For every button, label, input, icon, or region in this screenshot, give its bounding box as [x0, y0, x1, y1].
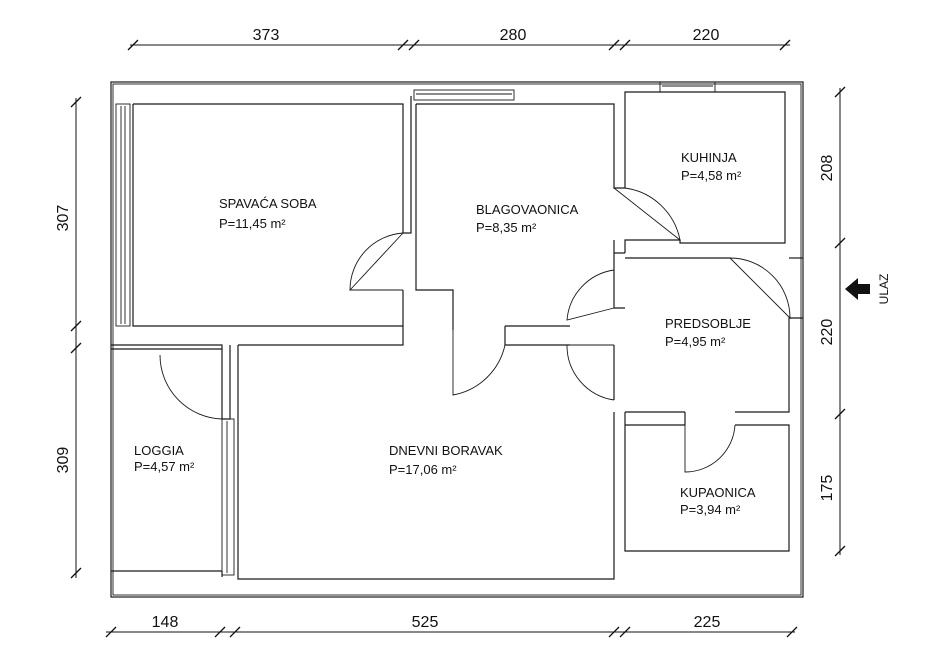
room-area-spavaca-soba: P=11,45 m² [219, 216, 286, 231]
dim-tick-left-0 [70, 96, 82, 108]
room-name-blagovaonica: BLAGOVAONICA [476, 202, 579, 217]
dim-tick-left-3 [70, 567, 82, 579]
dim-tick-right-2 [834, 408, 846, 420]
dim-bottom-2: 525 [412, 614, 439, 631]
dim-top-1: 373 [253, 27, 280, 44]
door-swings [159, 187, 791, 473]
room-name-kupaonica: KUPAONICA [680, 485, 756, 500]
room-area-kuhinja: P=4,58 m² [681, 168, 742, 183]
dim-tick-bottom-3 [608, 626, 620, 638]
dim-tick-top-3 [608, 39, 620, 51]
entrance-label: ULAZ [877, 274, 891, 305]
arrow-left-icon [845, 278, 870, 300]
dim-tick-top-2 [408, 39, 420, 51]
dim-tick-top-0 [127, 39, 139, 51]
room-area-predsoblje: P=4,95 m² [665, 334, 726, 349]
dim-tick-top-4 [619, 39, 631, 51]
dim-tick-bottom-0 [105, 626, 117, 638]
dim-tick-top-1 [397, 39, 409, 51]
dim-tick-right-0 [834, 86, 846, 98]
dim-tick-right-3 [834, 545, 846, 557]
dim-tick-top-5 [779, 39, 791, 51]
outer-walls [110, 81, 804, 598]
dim-tick-bottom-4 [619, 626, 631, 638]
dim-tick-left-1 [70, 320, 82, 332]
room-area-loggia: P=4,57 m² [134, 459, 195, 474]
dimension-lines [75, 44, 841, 633]
dim-tick-left-2 [70, 342, 82, 354]
room-area-dnevni-boravak: P=17,06 m² [389, 462, 457, 477]
room-name-loggia: LOGGIA [134, 443, 184, 458]
dim-left-2: 309 [55, 447, 72, 474]
room-area-kupaonica: P=3,94 m² [680, 502, 741, 517]
room-name-kuhinja: KUHINJA [681, 150, 737, 165]
dim-tick-bottom-5 [786, 626, 798, 638]
room-area-blagovaonica: P=8,35 m² [476, 220, 537, 235]
dim-right-2: 220 [819, 319, 836, 346]
windows [115, 81, 716, 576]
dim-right-1: 208 [819, 155, 836, 182]
dim-left-1: 307 [55, 205, 72, 232]
dim-tick-right-1 [834, 237, 846, 249]
entrance-marker: ULAZ [845, 274, 891, 305]
dim-bottom-1: 148 [152, 614, 179, 631]
room-name-dnevni-boravak: DNEVNI BORAVAK [389, 443, 503, 458]
room-name-predsoblje: PREDSOBLJE [665, 316, 751, 331]
dim-top-3: 220 [693, 27, 720, 44]
room-name-spavaca-soba: SPAVAĆA SOBA [219, 196, 317, 211]
dim-right-3: 175 [819, 475, 836, 502]
room-labels: SPAVAĆA SOBA P=11,45 m² BLAGOVAONICA P=8… [134, 150, 756, 517]
dim-tick-bottom-2 [229, 626, 241, 638]
dim-tick-bottom-1 [214, 626, 226, 638]
dimension-labels: 373 280 220 148 525 225 307 309 208 220 … [55, 27, 836, 631]
dim-bottom-3: 225 [694, 614, 721, 631]
dim-top-2: 280 [500, 27, 527, 44]
